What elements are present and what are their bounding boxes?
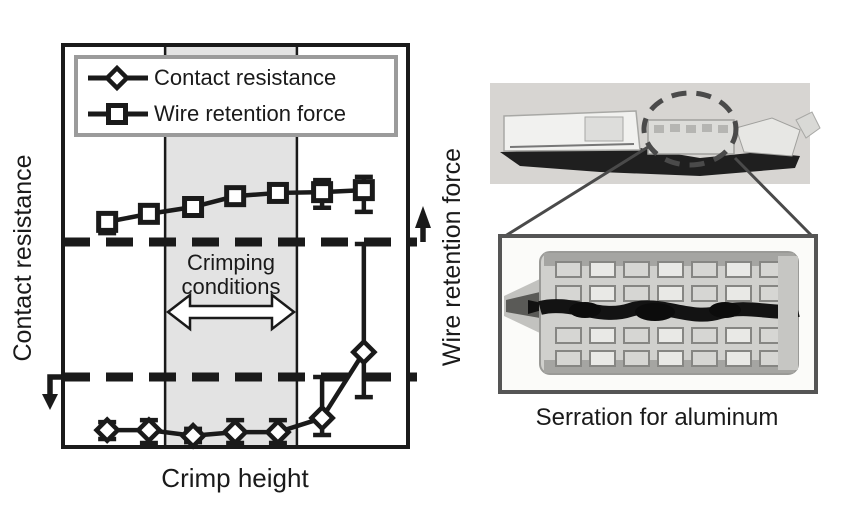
square-marker <box>182 196 205 219</box>
serration-cell <box>725 285 752 302</box>
diamond-marker <box>221 418 249 446</box>
serration-cell <box>657 285 684 302</box>
contact-resistance-down-arrow-icon <box>42 374 64 410</box>
serration-cell <box>691 327 718 344</box>
square-marker <box>311 181 334 204</box>
right-axis-label: Wire retention force <box>438 148 466 366</box>
square-marker <box>224 185 247 208</box>
legend-label-contact-resistance: Contact resistance <box>154 65 336 90</box>
serration-cell <box>725 327 752 344</box>
photo-caption: Serration for aluminum <box>536 404 779 431</box>
serration-cell <box>623 261 650 278</box>
terminal-shadow <box>500 148 800 176</box>
band-range-arrow-icon <box>165 292 297 332</box>
series-diamond <box>93 241 378 450</box>
crimp-texture <box>654 125 664 133</box>
legend: Contact resistance Wire retention force <box>74 55 398 137</box>
x-axis-label: Crimp height <box>161 463 309 493</box>
serration-cell <box>555 327 582 344</box>
zoom-box-border <box>498 234 818 394</box>
diamond-marker <box>264 418 292 446</box>
serration-cell <box>691 261 718 278</box>
legend-diamond-marker-icon <box>103 64 131 92</box>
diamond-marker <box>179 421 207 450</box>
band-label-line1: Crimping <box>187 250 275 275</box>
wire-end <box>735 117 801 157</box>
square-marker <box>352 179 375 202</box>
serration-cell <box>555 285 582 302</box>
diamond-marker <box>350 338 378 366</box>
legend-box <box>74 55 398 137</box>
square-marker <box>96 210 119 233</box>
square-marker <box>266 181 289 204</box>
serration-cell <box>657 261 684 278</box>
threshold-layer <box>63 237 417 382</box>
legend-label-wire-retention: Wire retention force <box>154 101 346 126</box>
serration-cell <box>623 285 650 302</box>
zoom-callout-line-left <box>501 145 649 240</box>
terminal-edge-line <box>509 143 635 148</box>
plot-border <box>61 43 410 449</box>
diamond-marker <box>93 416 121 444</box>
serration-cell <box>657 350 684 367</box>
wire-retention-up-arrow-icon <box>415 206 431 242</box>
crimp-texture <box>686 125 696 133</box>
series-layer <box>93 174 378 450</box>
highlight-ellipse-icon <box>641 90 739 168</box>
serration-zoom-photo <box>498 234 818 394</box>
seam-blob <box>635 303 675 321</box>
serration-cell <box>589 350 616 367</box>
crimp-texture <box>670 124 680 132</box>
seam-blob <box>569 302 601 318</box>
crimp-texture <box>702 124 712 132</box>
crimp-texture <box>718 125 728 133</box>
series-square <box>96 174 375 236</box>
serration-cell <box>623 350 650 367</box>
left-axis-label: Contact resistance <box>9 154 37 361</box>
serration-cell <box>589 261 616 278</box>
serration-cell <box>555 261 582 278</box>
serration-cell <box>555 350 582 367</box>
serration-cell <box>589 327 616 344</box>
serration-cell <box>725 350 752 367</box>
legend-square-marker-icon <box>106 103 128 125</box>
serration-cell <box>657 327 684 344</box>
legend-item-contact-resistance: Contact resistance <box>88 64 336 92</box>
band-label-line2: conditions <box>181 274 280 299</box>
terminal-body-detail <box>584 116 624 142</box>
serration-cell <box>623 327 650 344</box>
serration-cell <box>691 350 718 367</box>
barrel-right-fade <box>778 256 798 370</box>
legend-item-wire-retention: Wire retention force <box>88 101 346 126</box>
diamond-marker <box>308 404 336 432</box>
terminal-side-photo <box>490 83 821 184</box>
wire-tip <box>795 111 821 139</box>
serration-cell <box>725 261 752 278</box>
serration-cell <box>691 285 718 302</box>
serration-cell <box>589 285 616 302</box>
square-marker <box>137 202 160 225</box>
zoom-callout-line-right <box>733 156 816 240</box>
diamond-marker <box>135 416 163 444</box>
seam-blob <box>709 302 741 318</box>
